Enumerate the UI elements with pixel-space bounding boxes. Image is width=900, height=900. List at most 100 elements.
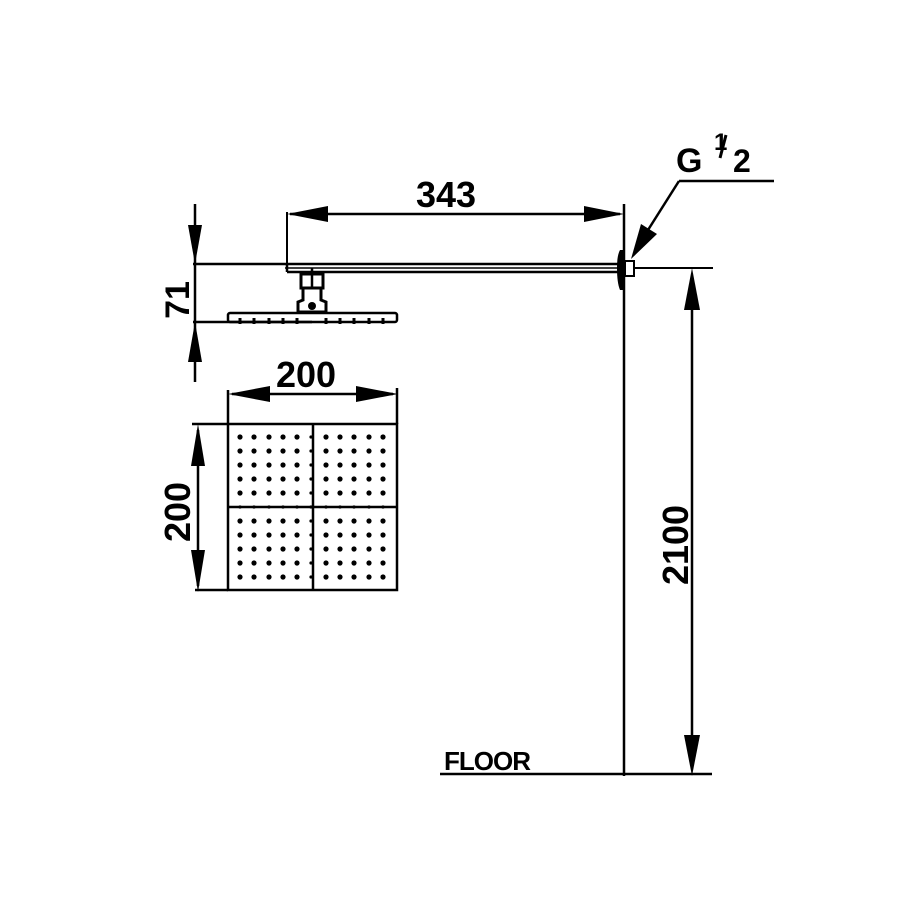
arrow-up-icon — [188, 322, 202, 362]
nozzle-dot — [337, 518, 343, 524]
nozzle-dot — [251, 476, 257, 482]
nozzle-dot — [309, 519, 313, 523]
nozzle-dot — [294, 518, 300, 524]
nozzle-dot — [238, 505, 242, 509]
nozzle-dot — [251, 574, 257, 580]
nozzle-dot — [294, 574, 300, 580]
nozzle-dot — [309, 449, 313, 453]
nozzle-dot — [366, 462, 372, 468]
nozzle-dot — [351, 518, 357, 524]
thread-denominator: 2 — [733, 143, 751, 179]
nozzle-dot — [338, 505, 342, 509]
nozzle-dot — [337, 434, 343, 440]
nozzle-dot — [337, 574, 343, 580]
nozzle-dot — [380, 434, 386, 440]
nozzle-dot — [251, 560, 257, 566]
nozzle-dot — [266, 518, 272, 524]
floor-label: FLOOR — [444, 746, 531, 776]
nozzle-dot — [266, 448, 272, 454]
arrow-down-icon — [188, 225, 202, 264]
nozzle-dot — [380, 532, 386, 538]
nozzle-dot — [366, 546, 372, 552]
nozzle-dot — [237, 518, 243, 524]
nozzle-dot — [280, 448, 286, 454]
nozzle-dot — [280, 546, 286, 552]
nozzle-grid — [237, 434, 386, 580]
nozzle-dot — [380, 490, 386, 496]
nozzle-dot — [380, 560, 386, 566]
nozzle-dot — [366, 518, 372, 524]
nozzle-dot — [366, 476, 372, 482]
nozzle-dot — [251, 518, 257, 524]
nozzle-dot — [323, 462, 329, 468]
nozzle-dot — [237, 462, 243, 468]
nozzle-dot — [251, 490, 257, 496]
nozzle-dot — [266, 574, 272, 580]
shower-arm — [193, 262, 624, 274]
head-depth-dimension: 200 — [157, 422, 228, 592]
nozzle-dot — [280, 434, 286, 440]
nozzle-dot — [381, 505, 385, 509]
nozzle-dot — [266, 490, 272, 496]
nozzle-dot — [380, 476, 386, 482]
nozzle-dot — [380, 462, 386, 468]
arrow-up-icon — [684, 268, 700, 310]
wall-flange — [617, 250, 624, 290]
nozzle-dot — [337, 546, 343, 552]
nozzle-dot — [367, 505, 371, 509]
nozzle-dot — [266, 476, 272, 482]
arrow-down-icon — [684, 735, 700, 776]
nozzle-dot — [251, 546, 257, 552]
nozzle-dot — [352, 505, 356, 509]
nozzle-dot — [266, 532, 272, 538]
nozzle-dot — [337, 448, 343, 454]
nozzle-dot — [280, 476, 286, 482]
nozzle-dot — [323, 546, 329, 552]
nozzle-dot — [351, 532, 357, 538]
head-width-label: 200 — [276, 354, 336, 395]
nozzle-dot — [366, 532, 372, 538]
nozzle-dot — [237, 574, 243, 580]
nozzle-dot — [294, 532, 300, 538]
thread-label-g: G — [676, 142, 702, 180]
nozzle-dot — [280, 560, 286, 566]
nozzle-dot — [266, 462, 272, 468]
nozzle-dot — [309, 435, 313, 439]
nozzle-dot — [280, 532, 286, 538]
nozzle-dot — [266, 560, 272, 566]
nozzle-dot — [251, 532, 257, 538]
nozzle-dot — [351, 448, 357, 454]
arrow-right-icon — [356, 386, 398, 402]
nozzle-dot — [323, 574, 329, 580]
nozzle-dot — [295, 505, 299, 509]
nozzle-dot — [366, 490, 372, 496]
nozzle-dot — [380, 518, 386, 524]
nozzle-dot — [366, 574, 372, 580]
nozzle-dot — [380, 546, 386, 552]
nozzle-dot — [237, 560, 243, 566]
nozzle-dot — [251, 434, 257, 440]
arm-length-dimension: 343 — [286, 174, 624, 270]
mount-height-dimension: 2100 — [440, 267, 713, 776]
arrow-down-icon — [191, 550, 205, 592]
nozzle-dot — [323, 532, 329, 538]
nozzle-dot — [309, 533, 313, 537]
nozzle-dot — [294, 560, 300, 566]
nozzle-dot — [337, 462, 343, 468]
nozzle-dot — [351, 560, 357, 566]
nozzle-dot — [323, 434, 329, 440]
nozzle-dot — [323, 476, 329, 482]
nozzle-dot — [351, 462, 357, 468]
nozzle-dot — [294, 462, 300, 468]
arm-length-label: 343 — [416, 174, 476, 215]
nozzle-dot — [366, 434, 372, 440]
nozzle-dot — [323, 448, 329, 454]
nozzle-dot — [309, 463, 313, 467]
nozzle-dot — [351, 490, 357, 496]
nozzle-dot — [337, 560, 343, 566]
nozzle-dot — [324, 505, 328, 509]
head-height-label: 71 — [159, 281, 197, 319]
nozzle-dot — [366, 560, 372, 566]
head-width-dimension: 200 — [226, 354, 399, 424]
